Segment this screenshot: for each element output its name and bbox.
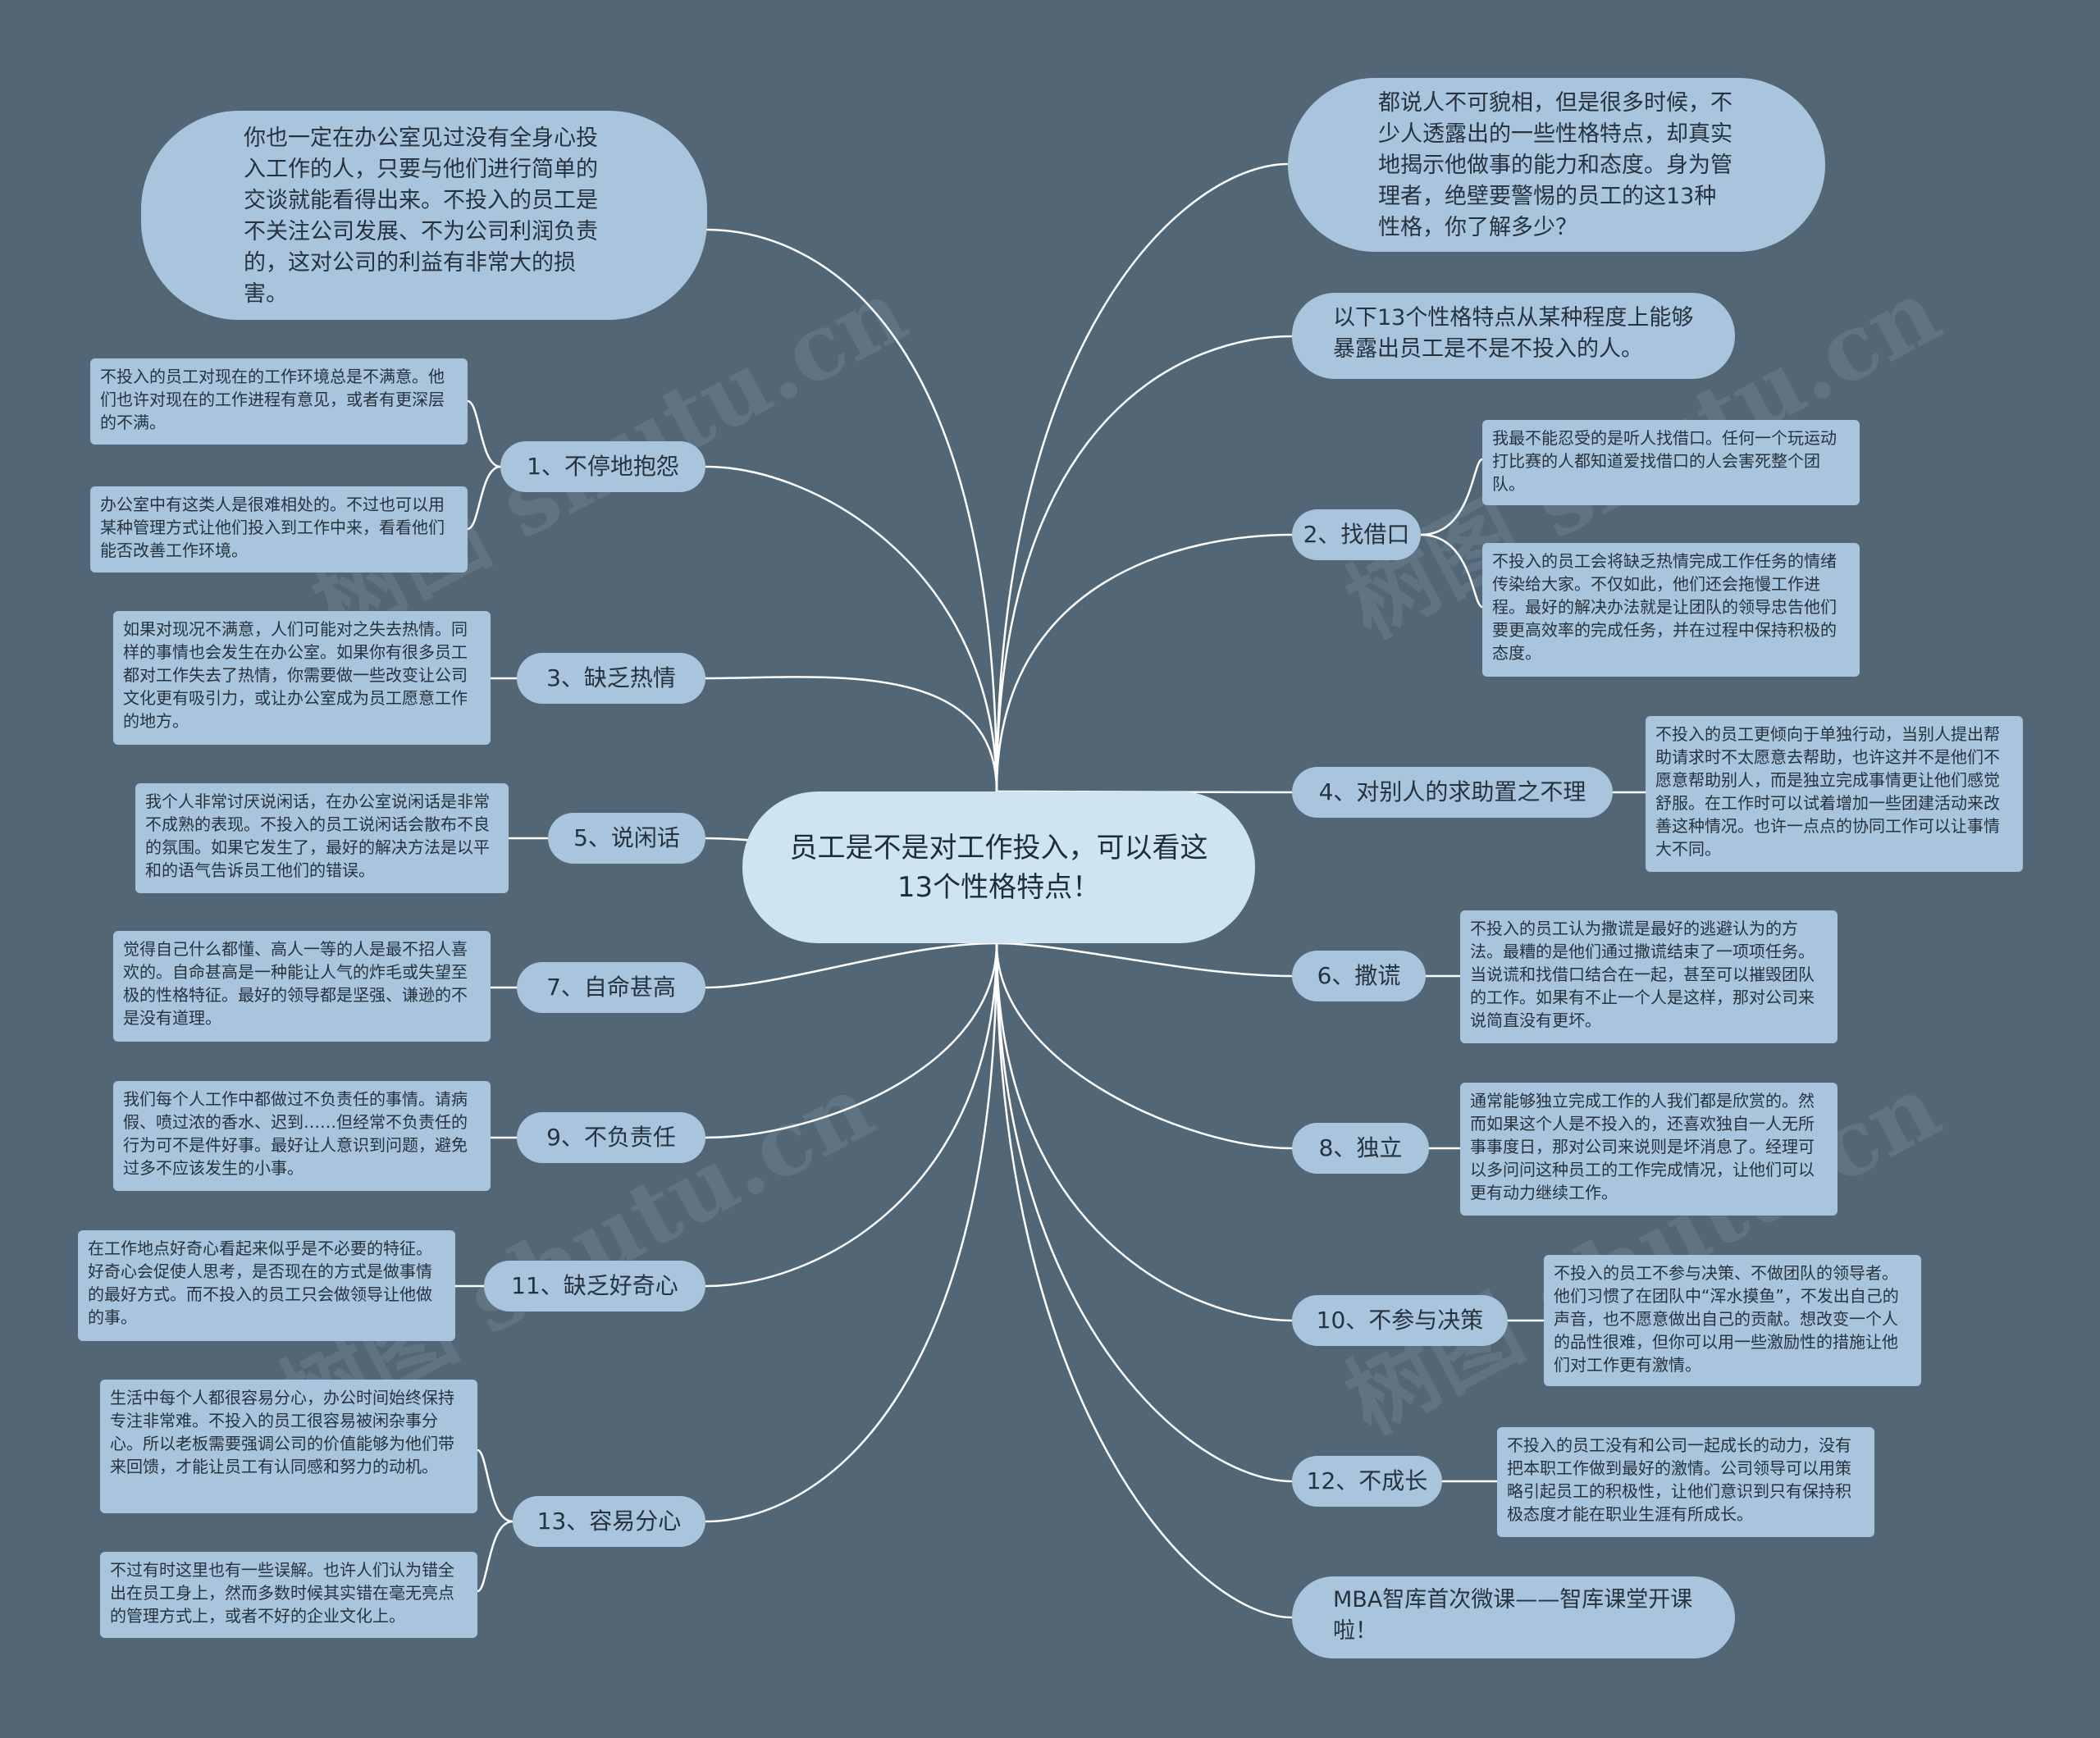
note-9: 我们每个人工作中都做过不负责任的事情。请病假、喷过浓的香水、迟到……但经常不负责… <box>113 1081 491 1191</box>
topic-1[interactable]: 1、不停地抱怨 <box>500 441 705 492</box>
note-5: 我个人非常讨厌说闲话，在办公室说闲话是非常不成熟的表现。不投入的员工说闲话会散布… <box>135 783 509 893</box>
note-7: 觉得自己什么都懂、高人一等的人是最不招人喜欢的。自命甚高是一种能让人气的炸毛或失… <box>113 931 491 1042</box>
topic-4[interactable]: 4、对别人的求助置之不理 <box>1292 767 1613 818</box>
topic-10[interactable]: 10、不参与决策 <box>1292 1295 1508 1346</box>
topic-5[interactable]: 5、说闲话 <box>548 813 705 864</box>
note-1b: 办公室中有这类人是很难相处的。不过也可以用某种管理方式让他们投入到工作中来，看看… <box>90 486 468 572</box>
topic-11[interactable]: 11、缺乏好奇心 <box>484 1261 705 1311</box>
note-13b: 不过有时这里也有一些误解。也许人们认为错全出在员工身上，然而多数时候其实错在毫无… <box>100 1552 477 1638</box>
topic-12[interactable]: 12、不成长 <box>1292 1456 1442 1507</box>
topic-7[interactable]: 7、自命甚高 <box>517 962 705 1013</box>
intro-left-bubble[interactable]: 你也一定在办公室见过没有全身心投入工作的人，只要与他们进行简单的交谈就能看得出来… <box>141 111 707 320</box>
note-2b: 不投入的员工会将缺乏热情完成工作任务的情绪传染给大家。不仅如此，他们还会拖慢工作… <box>1482 543 1860 677</box>
note-1a: 不投入的员工对现在的工作环境总是不满意。他们也许对现在的工作进程有意见，或者有更… <box>90 358 468 445</box>
note-13a: 生活中每个人都很容易分心，办公时间始终保持专注非常难。不投入的员工很容易被闲杂事… <box>100 1380 477 1513</box>
intro-right2-bubble[interactable]: 以下13个性格特点从某种程度上能够暴露出员工是不是不投入的人。 <box>1292 293 1735 379</box>
note-6: 不投入的员工认为撒谎是最好的逃避认为的方法。最糟的是他们通过撒谎结束了一项项任务… <box>1460 910 1838 1043</box>
topic-9[interactable]: 9、不负责任 <box>517 1112 705 1163</box>
topic-3[interactable]: 3、缺乏热情 <box>517 653 705 704</box>
note-11: 在工作地点好奇心看起来似乎是不必要的特征。好奇心会促使人思考，是否现在的方式是做… <box>78 1230 455 1341</box>
note-2a: 我最不能忍受的是听人找借口。任何一个玩运动打比赛的人都知道爱找借口的人会害死整个… <box>1482 420 1860 505</box>
note-10: 不投入的员工不参与决策、不做团队的领导者。他们习惯了在团队中“浑水摸鱼”，不发出… <box>1544 1255 1921 1386</box>
note-4: 不投入的员工更倾向于单独行动，当别人提出帮助请求时不太愿意去帮助，也许这并不是他… <box>1646 716 2023 872</box>
footer-link-bubble[interactable]: MBA智库首次微课——智库课堂开课啦！ <box>1292 1576 1735 1658</box>
note-12: 不投入的员工没有和公司一起成长的动力，没有把本职工作做到最好的激情。公司领导可以… <box>1497 1427 1874 1537</box>
topic-2[interactable]: 2、找借口 <box>1292 509 1421 560</box>
intro-right-bubble[interactable]: 都说人不可貌相，但是很多时候，不少人透露出的一些性格特点，却真实地揭示他做事的能… <box>1288 78 1825 252</box>
topic-8[interactable]: 8、独立 <box>1292 1123 1429 1174</box>
topic-6[interactable]: 6、撒谎 <box>1292 951 1426 1001</box>
note-8: 通常能够独立完成工作的人我们都是欣赏的。然而如果这个人是不投入的，还喜欢独自一人… <box>1460 1083 1838 1216</box>
central-topic[interactable]: 员工是不是对工作投入，可以看这13个性格特点！ <box>742 791 1255 943</box>
note-3: 如果对现况不满意，人们可能对之失去热情。同样的事情也会发生在办公室。如果你有很多… <box>113 611 491 745</box>
topic-13[interactable]: 13、容易分心 <box>513 1496 705 1547</box>
